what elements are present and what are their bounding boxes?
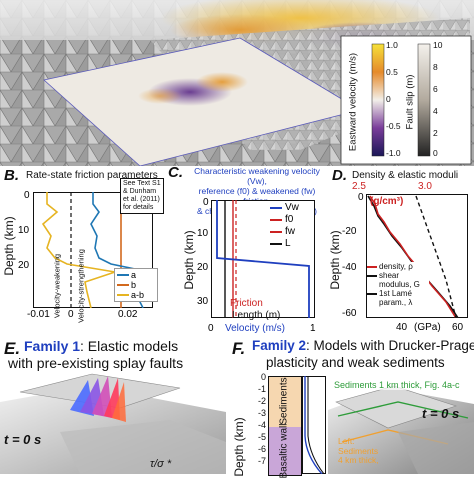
panel-b-ylabel: Depth (km) xyxy=(2,216,16,276)
legend-density: density, ρ xyxy=(379,262,413,271)
legend-L: L xyxy=(285,238,291,249)
panel-c-xlabel-friction: Friction xyxy=(230,298,263,309)
panel-e-render xyxy=(0,373,226,474)
panel-f-time: t = 0 s xyxy=(422,406,460,421)
panel-f-annot-left: Left: Sediments 4 km thick, xyxy=(338,436,379,465)
panel-b-annot-right: Velocity-strengthening xyxy=(76,249,86,323)
panel-c-ylabel: Depth (km) xyxy=(182,230,196,290)
legend-ab: a-b xyxy=(131,290,145,300)
panel-c-letter: C. xyxy=(168,164,183,181)
panel-b-ytick-0: 0 xyxy=(24,190,30,201)
panel-d-ytick-0: 0 xyxy=(358,192,364,203)
panel-d-ylabel: Depth (km) xyxy=(328,230,342,290)
panel-b-annot-left: Velocity-weakening xyxy=(52,253,62,319)
panel-c-xtick-0: 0 xyxy=(208,323,214,334)
sediment-layer xyxy=(269,377,301,427)
velocity-colorbar-ticks: 1.0 0.5 0 -0.5 -1.0 xyxy=(386,40,401,158)
legend-a: a xyxy=(131,270,137,280)
panel-d-top-tick-0: 2.5 xyxy=(352,181,366,192)
slip-colorbar-label: Fault slip (m) xyxy=(404,74,416,130)
legend-shear: shear modulus, G xyxy=(379,271,420,289)
legend-fw: fw xyxy=(285,226,295,237)
basaltic-layer xyxy=(269,427,301,475)
panel-e-time: t = 0 s xyxy=(4,432,42,447)
panel-e-subtitle: with pre-existing splay faults xyxy=(8,355,184,371)
panel-d-xtick-0: 40 xyxy=(396,322,408,333)
panel-b-legend: a b a-b xyxy=(114,268,158,302)
panel-c-ytick-3: 30 xyxy=(197,296,209,307)
panel-f-subtitle: plasticity and weak sediments xyxy=(266,355,445,370)
series-ab-line xyxy=(41,192,116,308)
panel-d-top-unit: (g/cm³) xyxy=(370,196,404,207)
series-vw-line xyxy=(216,200,310,318)
panel-c-ytick-1: 10 xyxy=(197,228,209,239)
panel-e-title: Family 1: Elastic models xyxy=(24,338,178,354)
panel-e-title-rest: : Elastic models xyxy=(80,338,179,354)
panel-f-sediments-label: Sediments xyxy=(278,377,290,425)
panel-b-xtick-1: 0 xyxy=(68,309,74,320)
panel-c-ytick-0: 0 xyxy=(203,197,209,208)
panel-c-legend: Vw f0 fw L xyxy=(270,202,310,250)
slip-colorbar-ticks: 10 8 6 4 2 0 xyxy=(433,40,443,158)
panel-b-ytick-2: 20 xyxy=(18,260,30,271)
panel-f-yticks: 0 -1 -2 -3 -4 -5 -6 -7 xyxy=(257,372,266,466)
panel-f-render xyxy=(328,385,474,474)
panel-b-xtick-0: -0.01 xyxy=(27,309,50,320)
panel-f-profile xyxy=(302,376,326,474)
panel-f-title: Family 2: Models with Drucker-Prager xyxy=(252,338,474,353)
panel-f-letter: F. xyxy=(232,339,246,358)
panel-f-ylabel: Depth (km) xyxy=(232,417,246,477)
panel-d-xunit: (GPa) xyxy=(414,322,441,333)
panel-d-ytick-1: -20 xyxy=(342,226,357,237)
panel-e-title-strong: Family 1 xyxy=(24,338,81,354)
panel-b-letter: B. xyxy=(4,167,19,184)
panel-b-xtick-2: 0.02 xyxy=(118,309,138,320)
panel-d-title: Density & elastic moduli xyxy=(352,170,459,181)
panel-d-ytick-3: -60 xyxy=(342,308,357,319)
panel-f-title-rest: : Models with Drucker-Prager xyxy=(306,338,474,353)
panel-d-xtick-1: 60 xyxy=(452,322,464,333)
panel-c-xtick-1: 1 xyxy=(310,323,316,334)
panel-f-basaltic-label: Basaltic wall xyxy=(278,423,290,479)
legend-b: b xyxy=(131,280,137,290)
panel-e-letter: E. xyxy=(4,339,21,358)
series-lame-line xyxy=(415,195,457,318)
legend-f0: f0 xyxy=(285,214,294,225)
panel-d-ytick-2: -40 xyxy=(342,262,357,273)
panel-b-title: Rate-state friction parameters xyxy=(26,170,158,181)
panel-f-annot-top: Sediments 1 km thick, Fig. 4a-c xyxy=(334,380,460,390)
panel-c-xlabel-length: Length (m) xyxy=(232,310,281,321)
panel-f-title-strong: Family 2 xyxy=(252,338,307,353)
panel-b-ytick-1: 10 xyxy=(18,225,30,236)
panel-a-render xyxy=(0,0,474,166)
panel-b-note: See Text S1 & Dunham et al. (2011) for d… xyxy=(120,178,164,214)
legend-vw: Vw xyxy=(285,202,299,213)
panel-c-ytick-2: 20 xyxy=(197,262,209,273)
panel-d-top-tick-1: 3.0 xyxy=(418,181,432,192)
legend-lame: 1st Lamé param., λ xyxy=(379,289,413,307)
panel-f-layer-column xyxy=(268,376,302,476)
panel-c-xlabel-velocity: Velocity (m/s) xyxy=(225,323,286,334)
panel-d-letter: D. xyxy=(332,167,347,184)
series-density-line xyxy=(369,195,457,318)
velocity-colorbar-label: Eastward velocity (m/s) xyxy=(347,52,359,152)
panel-e-stress-label: τ/σ * xyxy=(150,458,172,470)
panel-d-legend: density, ρ shear modulus, G 1st Lamé par… xyxy=(367,262,429,307)
